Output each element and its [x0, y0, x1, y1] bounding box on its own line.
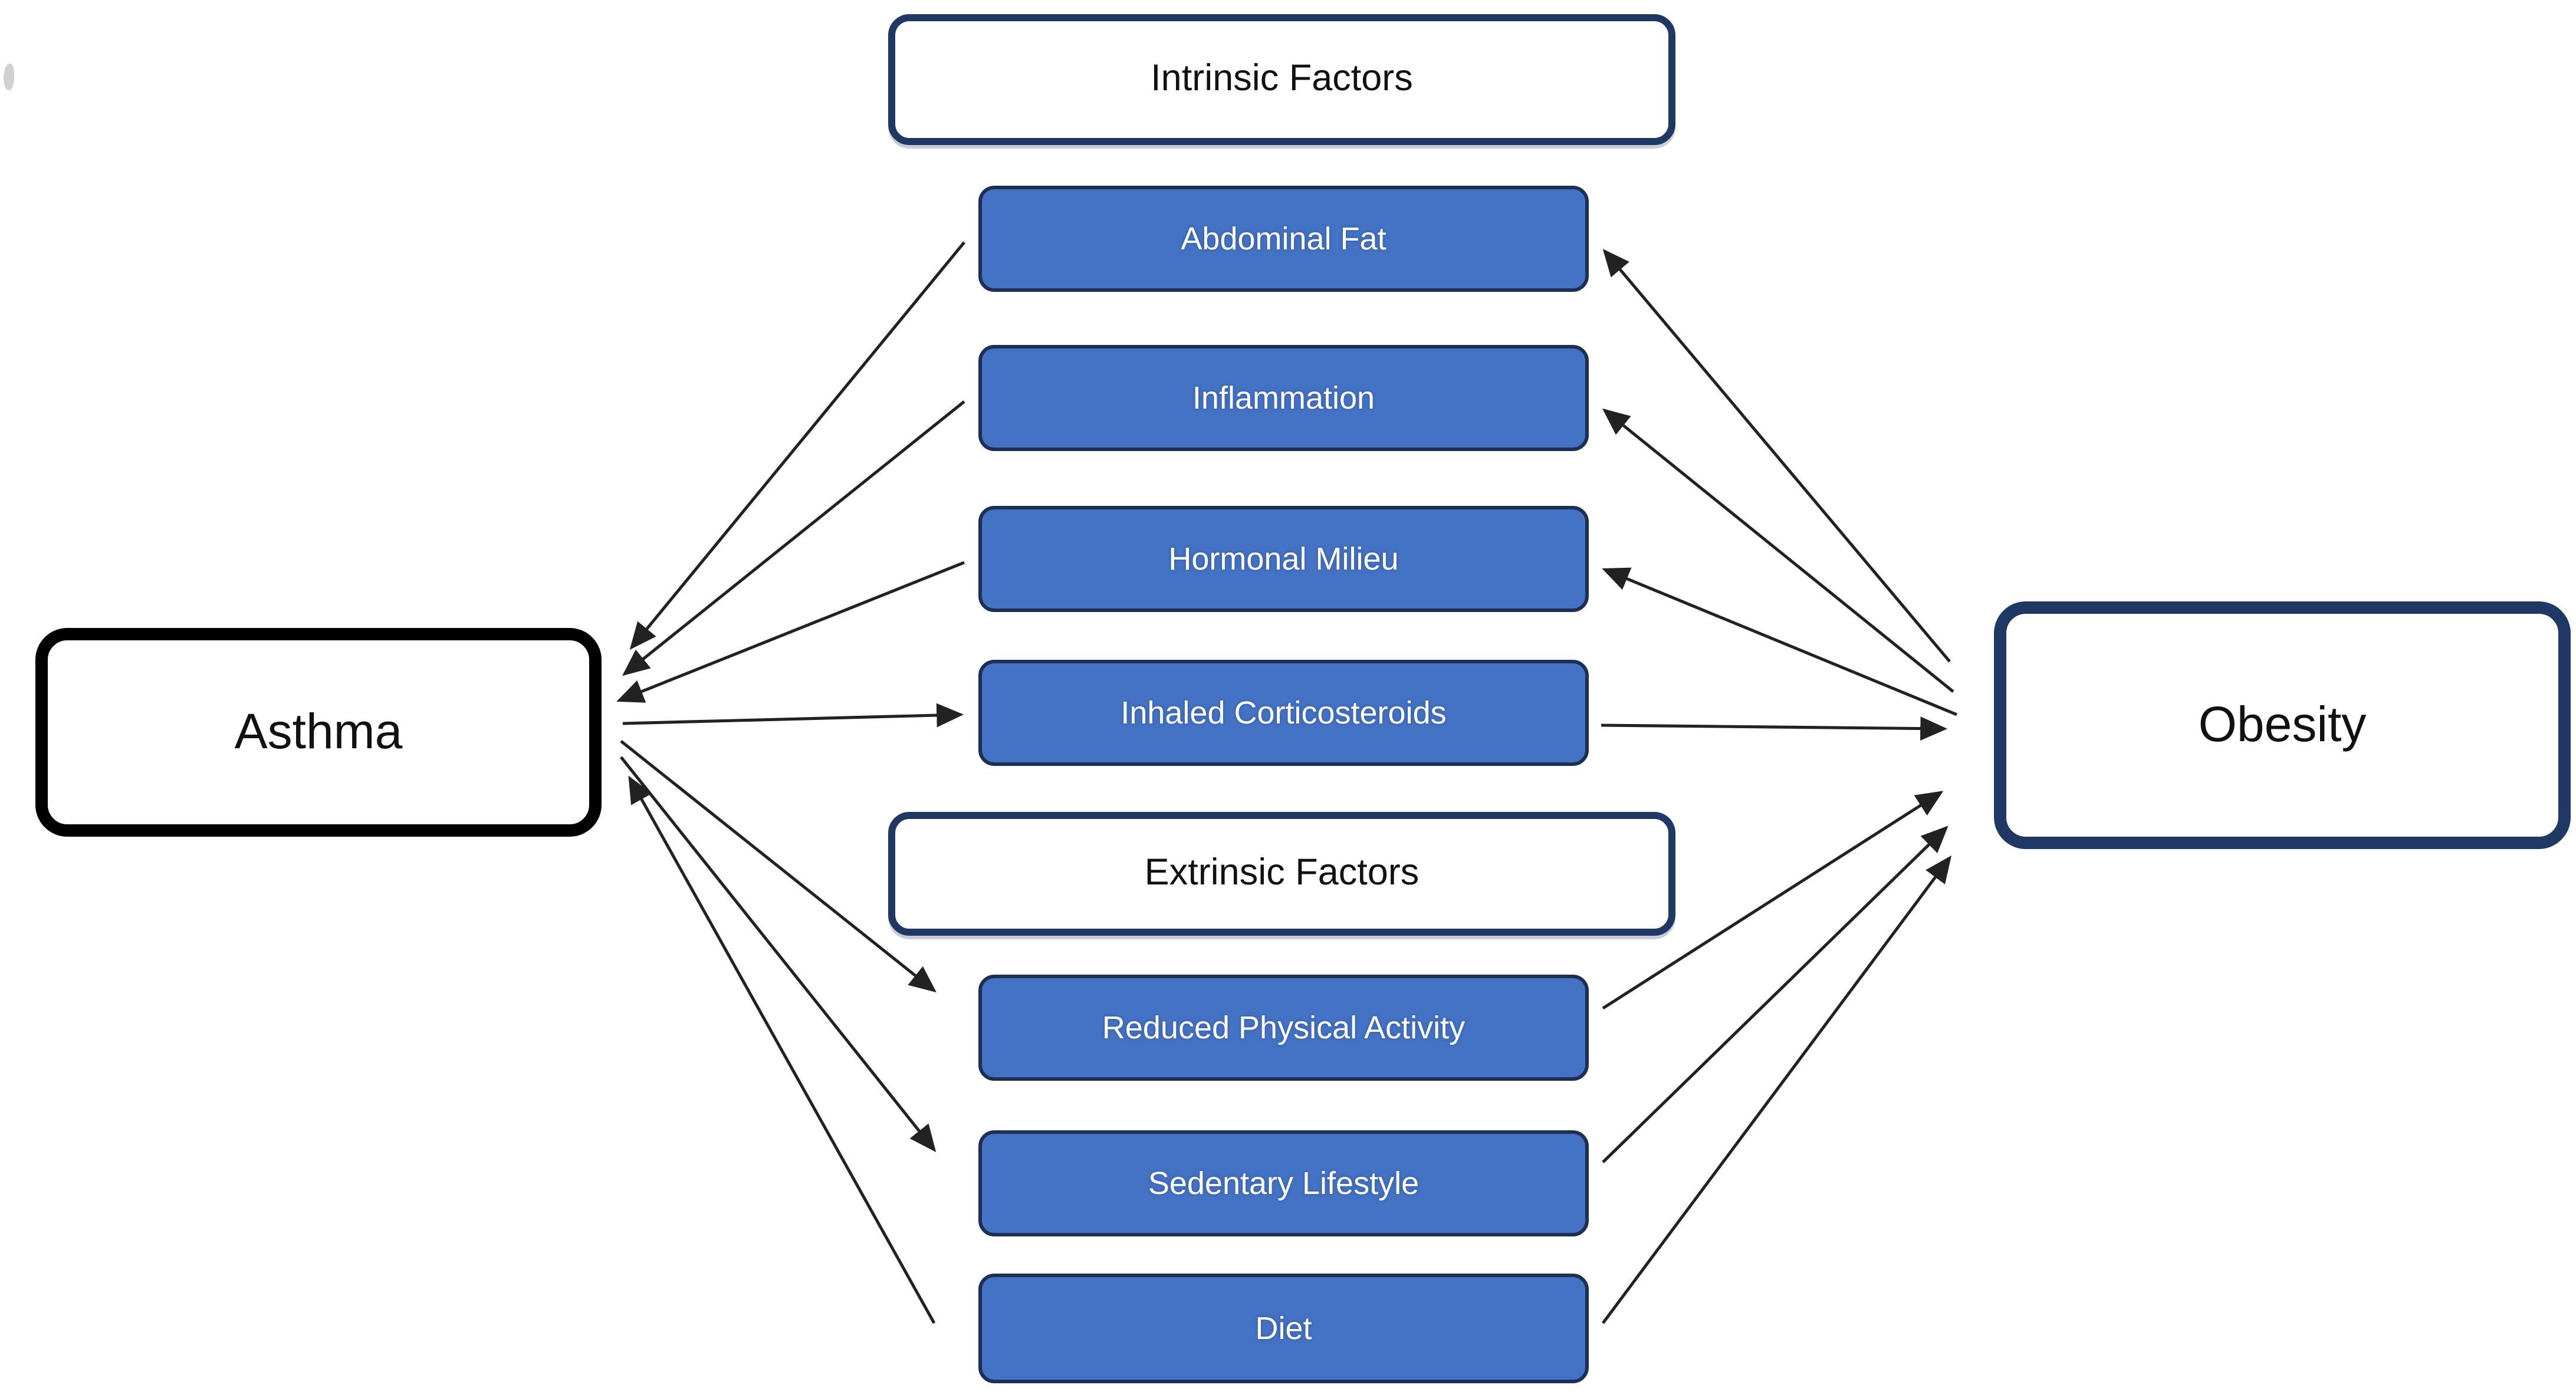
arrow-obesity-to-hormonal_milieu [1602, 567, 1957, 716]
arrow-asthma-to-reduced_physical_activity [620, 740, 937, 993]
arrow-inhaled_corticosteroids-to-obesity [1601, 716, 1948, 741]
node-hormonal-milieu: Hormonal Milieu [978, 506, 1589, 612]
diet-label: Diet [1255, 1310, 1312, 1346]
arrow-obesity-to-inflammation [1602, 408, 1954, 693]
node-diet: Diet [978, 1274, 1589, 1383]
stray-ink-artifact [4, 64, 14, 90]
inflammation-label: Inflammation [1192, 379, 1375, 415]
arrow-asthma-to-sedentary_lifestyle [620, 756, 937, 1152]
node-inhaled-corticosteroids: Inhaled Corticosteroids [978, 660, 1589, 766]
intrinsic-factors-label: Intrinsic Factors [1151, 58, 1413, 99]
arrow-hormonal_milieu-to-asthma [616, 561, 965, 703]
extrinsic-factors-label: Extrinsic Factors [1144, 853, 1420, 893]
inhaled-corticosteroids-label: Inhaled Corticosteroids [1121, 694, 1447, 730]
node-asthma: Asthma [35, 628, 602, 837]
sedentary-lifestyle-label: Sedentary Lifestyle [1148, 1165, 1420, 1200]
arrow-abdominal_fat-to-asthma [629, 241, 965, 650]
reduced-physical-activity-label: Reduced Physical Activity [1102, 1009, 1466, 1045]
abdominal-fat-label: Abdominal Fat [1181, 220, 1386, 256]
obesity-label: Obesity [2198, 697, 2367, 752]
node-sedentary-lifestyle: Sedentary Lifestyle [978, 1130, 1589, 1236]
node-inflammation: Inflammation [978, 345, 1589, 451]
arrow-inflammation-to-asthma [622, 400, 965, 676]
node-abdominal-fat: Abdominal Fat [978, 186, 1589, 292]
node-obesity: Obesity [1994, 601, 2571, 849]
extrinsic-factors-header: Extrinsic Factors [888, 812, 1675, 936]
intrinsic-factors-header: Intrinsic Factors [888, 14, 1675, 145]
asthma-label: Asthma [234, 704, 403, 759]
arrow-obesity-to-abdominal_fat [1602, 249, 1951, 663]
arrow-asthma-to-inhaled_corticosteroids [622, 703, 964, 728]
node-reduced-physical-activity: Reduced Physical Activity [978, 975, 1589, 1081]
hormonal-milieu-label: Hormonal Milieu [1168, 540, 1399, 576]
